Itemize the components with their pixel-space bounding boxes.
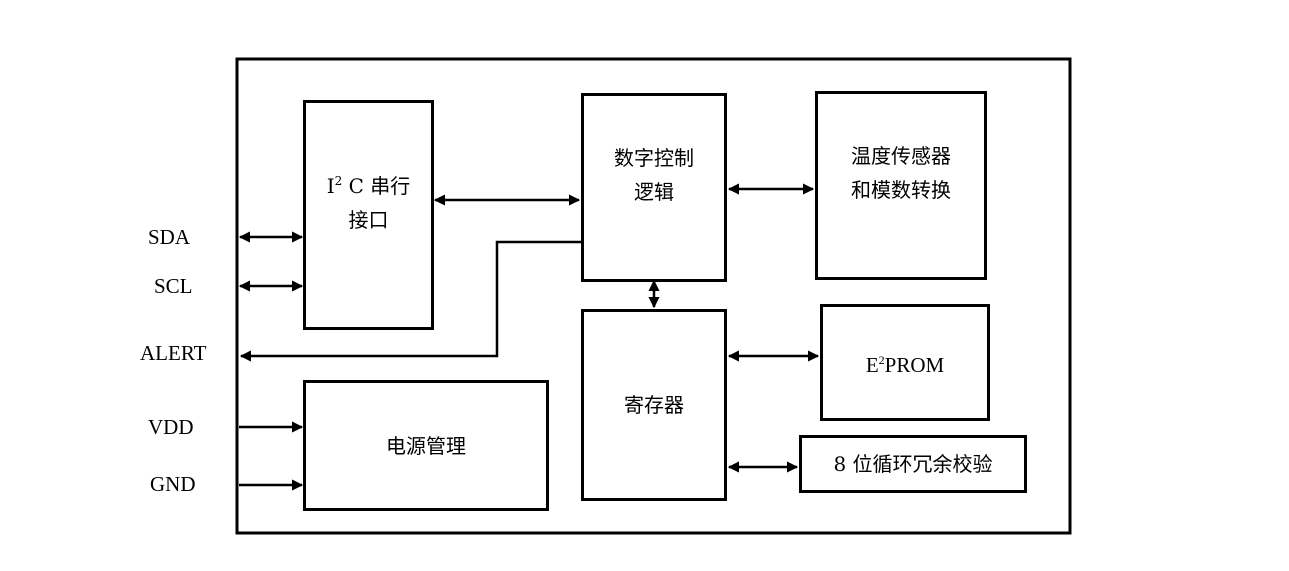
eeprom-text-post: PROM: [884, 353, 945, 377]
block-temp-sensor-adc: [815, 91, 987, 280]
block-i2c-label: I2 C 串行 接口: [303, 100, 434, 330]
eeprom-text-sup: 2: [878, 353, 885, 367]
eeprom-text-pre: E: [865, 353, 879, 377]
pin-alert: ALERT: [140, 341, 207, 365]
i2c-text-line2: 接口: [348, 207, 389, 232]
block-digital-logic-label: 数字控制 逻辑: [581, 141, 727, 209]
pin-gnd: GND: [150, 472, 196, 496]
register-text: 寄存器: [624, 393, 684, 417]
power-text: 电源管理: [386, 433, 466, 458]
logic-text-line2: 逻辑: [634, 180, 674, 204]
block-eeprom-label: E2PROM: [820, 304, 990, 421]
pin-sda: SDA: [148, 225, 191, 249]
block-temp-sensor-label: 温度传感器 和模数转换: [815, 139, 987, 207]
block-eeprom: [820, 304, 990, 421]
i2c-text-post: C 串行: [342, 173, 411, 198]
block-register-label: 寄存器: [581, 309, 727, 501]
sensor-text-line1: 温度传感器: [851, 144, 951, 168]
block-power-label: 电源管理: [303, 380, 549, 511]
sensor-text-line2: 和模数转换: [851, 178, 951, 202]
alert-path: [239, 240, 581, 362]
pin-vdd: VDD: [148, 415, 194, 439]
logic-text-line1: 数字控制: [614, 146, 694, 170]
chip-boundary: [235, 57, 1072, 535]
block-register: [581, 309, 727, 501]
block-i2c-interface: [303, 100, 434, 330]
block-digital-logic: [581, 93, 727, 282]
i2c-text-pre: I: [326, 173, 335, 198]
pin-scl: SCL: [154, 274, 193, 298]
block-crc-label: 8 位循环冗余校验: [799, 435, 1027, 493]
i2c-text-sup: 2: [334, 173, 343, 188]
block-power-management: [303, 380, 549, 511]
crc-text: 8 位循环冗余校验: [833, 452, 993, 476]
block-crc: [799, 435, 1027, 493]
